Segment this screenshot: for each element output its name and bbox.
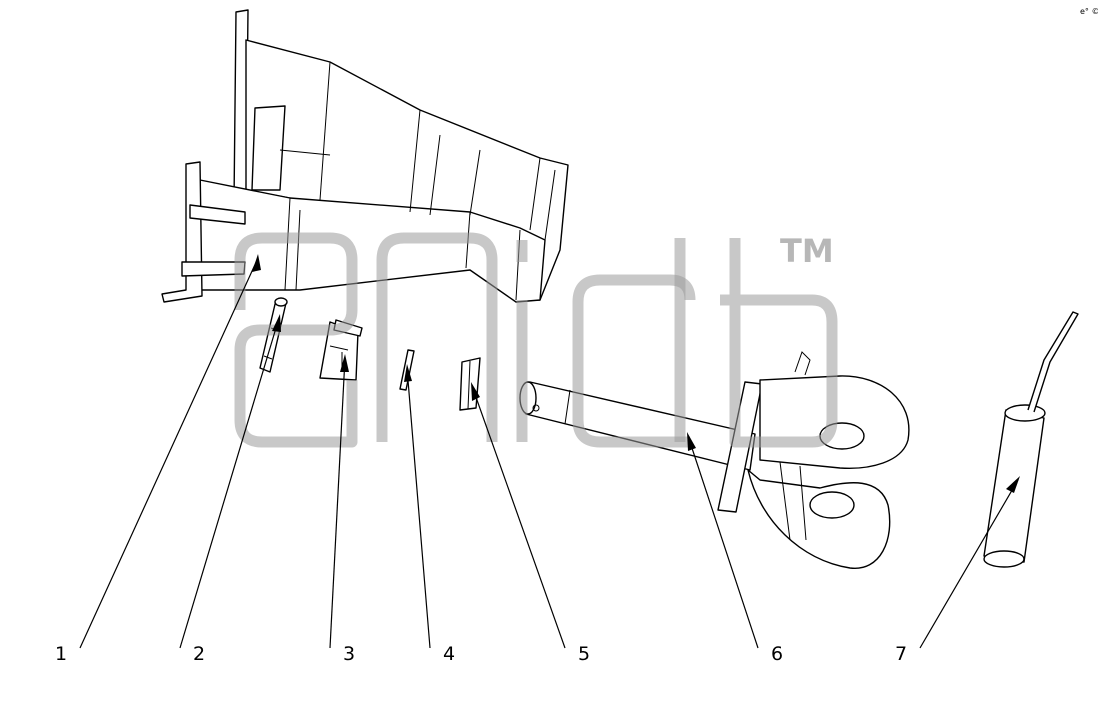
callout-2: 2 [193,643,205,665]
callout-3: 3 [343,643,355,665]
watermark-tm: TM [780,232,834,270]
leader-1 [79,257,259,649]
part-1-bracket [161,9,569,303]
callout-1: 1 [55,643,67,665]
leader-lines [79,254,1020,649]
leader-3 [329,357,346,649]
leader-6 [687,435,759,649]
arrow-5 [471,382,480,401]
leader-2 [179,317,280,649]
arrow-4 [404,364,412,382]
callout-6: 6 [771,643,783,665]
part-5-wedge [459,357,481,411]
arrow-2 [272,314,281,332]
arrow-1 [252,254,261,272]
arrow-6 [687,432,696,451]
arrow-3 [340,354,349,372]
callout-7: 7 [895,643,907,665]
watermark-logo: TM [234,232,838,448]
callout-5: 5 [578,643,590,665]
arrow-7 [1006,476,1020,493]
corner-mark: e° © [1080,7,1098,16]
leader-4 [406,367,431,649]
leader-7 [919,479,1019,649]
part-7-grease-tube [983,311,1079,568]
leader-5 [471,385,566,649]
callout-4: 4 [443,643,455,665]
callout-labels: 1 2 3 4 5 6 7 [55,643,907,665]
